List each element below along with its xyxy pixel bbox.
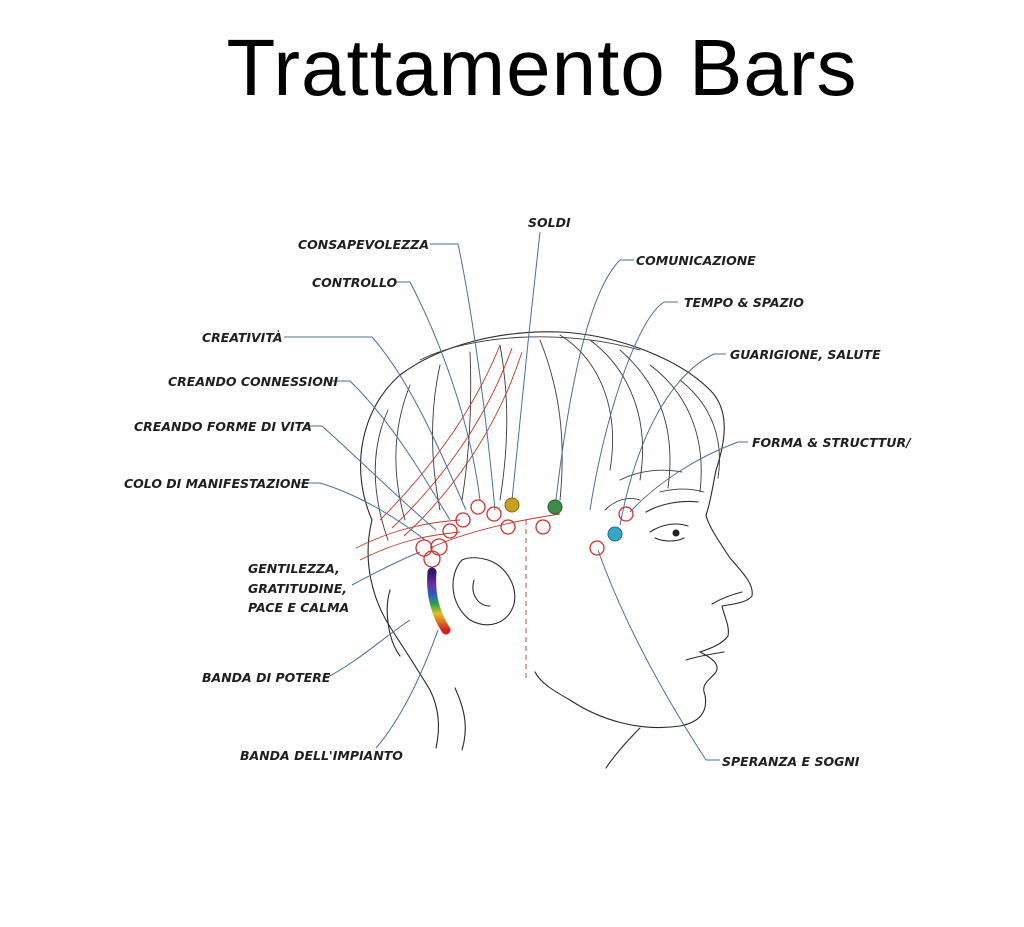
- rainbow-band: [427, 567, 451, 635]
- point-gentilezza-a: [415, 539, 433, 557]
- point-controllo: [500, 519, 516, 535]
- point-soldi: [504, 497, 520, 513]
- label-tempo-spazio: TEMPO & SPAZIO: [684, 295, 804, 310]
- page-title: Trattamento Bars: [226, 23, 858, 112]
- label-creando-connessioni: CREANDO CONNESSIONI: [168, 374, 338, 389]
- label-guarigione: GUARIGIONE, SALUTE: [730, 347, 881, 362]
- label-forma-struttura: FORMA & STRUCTTUR/: [752, 435, 912, 450]
- point-comunicazione: [547, 499, 563, 515]
- point-forma-struttura: [607, 526, 623, 542]
- point-gentilezza-b: [430, 538, 448, 556]
- label-gentilezza-line2: GRATITUDINE,: [248, 581, 347, 596]
- point-guarigione: [618, 506, 634, 522]
- label-soldi: SOLDI: [528, 215, 571, 230]
- point-speranza: [589, 540, 605, 556]
- labels: CONSAPEVOLEZZA SOLDI COMUNICAZIONE CONTR…: [124, 215, 912, 769]
- label-controllo: CONTROLLO: [312, 275, 398, 290]
- head-outline: [360, 331, 753, 769]
- label-creativita: CREATIVITÀ: [202, 330, 283, 345]
- point-manifestazione: [442, 523, 458, 539]
- label-creando-forme: CREANDO FORME DI VITA: [134, 419, 312, 434]
- label-gentilezza-line1: GENTILEZZA,: [248, 561, 340, 576]
- point-creando-forme: [455, 512, 471, 528]
- point-gentilezza-c: [423, 550, 441, 568]
- label-gentilezza-line3: PACE E CALMA: [248, 600, 349, 615]
- point-tempo-spazio: [535, 519, 551, 535]
- label-comunicazione: COMUNICAZIONE: [636, 253, 756, 268]
- label-consapevolezza: CONSAPEVOLEZZA: [298, 237, 429, 252]
- label-manifestazione: COLO DI MANIFESTAZIONE: [124, 476, 310, 491]
- point-creativita: [486, 506, 502, 522]
- bars-points: [415, 497, 634, 568]
- label-banda-potere: BANDA DI POTERE: [202, 670, 331, 685]
- label-speranza: SPERANZA E SOGNI: [722, 754, 860, 769]
- point-creando-connessioni: [470, 499, 486, 515]
- red-guide-lines: [355, 344, 561, 682]
- hair-strokes: [374, 334, 720, 541]
- label-banda-impianto: BANDA DELL'IMPIANTO: [240, 748, 403, 763]
- leader-lines: [284, 231, 748, 761]
